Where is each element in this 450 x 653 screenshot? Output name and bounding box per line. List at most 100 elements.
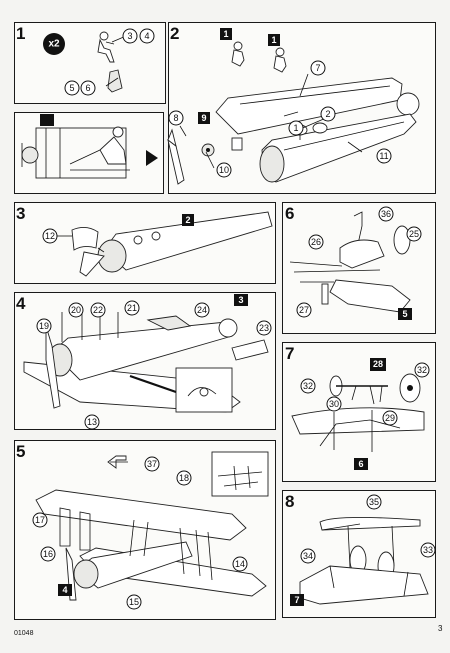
callout-23: 23 [256, 320, 272, 336]
cabane-wing [319, 516, 421, 531]
propeller-4 [45, 325, 61, 409]
ref-6-label: 6 [358, 459, 363, 469]
svg-text:37: 37 [147, 459, 157, 469]
svg-text:1: 1 [293, 123, 298, 133]
callout-26: 26 [308, 234, 324, 250]
callout-35: 35 [366, 494, 382, 510]
upper-wing [35, 489, 247, 541]
svg-text:21: 21 [127, 303, 137, 313]
svg-text:2: 2 [325, 109, 330, 119]
svg-text:11: 11 [379, 151, 388, 161]
step-6-illustration [289, 211, 412, 320]
svg-text:5: 5 [69, 83, 74, 93]
svg-text:4: 4 [144, 31, 149, 41]
callout-1a: 1 [220, 28, 232, 40]
svg-text:25: 25 [409, 229, 419, 239]
svg-text:24: 24 [197, 305, 207, 315]
svg-text:34: 34 [303, 551, 313, 561]
quantity-badge-text: x2 [48, 39, 60, 50]
svg-text:14: 14 [235, 559, 245, 569]
svg-text:20: 20 [71, 305, 81, 315]
callout-3: 3 [122, 28, 138, 44]
svg-text:16: 16 [43, 549, 53, 559]
svg-text:23: 23 [259, 323, 269, 333]
step-8-illustration [290, 516, 429, 606]
callout-9: 9 [198, 112, 210, 124]
svg-text:35: 35 [369, 497, 379, 507]
callout-8: 8 [168, 110, 184, 126]
fuselage-underside-7 [291, 407, 425, 435]
ref-7-label: 7 [294, 595, 299, 605]
callout-11: 11 [376, 148, 392, 164]
ref-2-box: 2 [182, 214, 194, 226]
svg-text:13: 13 [87, 417, 97, 427]
callout-16: 16 [40, 546, 56, 562]
seat-part [107, 69, 123, 93]
quantity-badge [43, 33, 65, 55]
callout-20: 20 [68, 302, 84, 318]
svg-text:33: 33 [423, 545, 433, 555]
callout-2: 2 [320, 106, 336, 122]
step-2-illustration [167, 41, 420, 185]
tail-fin [339, 239, 385, 269]
svg-text:8: 8 [173, 113, 178, 123]
callout-10: 10 [216, 162, 232, 178]
callout-24: 24 [194, 302, 210, 318]
step-5-illustration [35, 451, 269, 601]
svg-text:9: 9 [201, 113, 206, 123]
callout-19: 19 [36, 318, 52, 334]
callout-1b: 1 [268, 34, 280, 46]
svg-text:10: 10 [219, 165, 229, 175]
page-number: 3 [438, 624, 443, 633]
step-number-5: 5 [16, 442, 26, 461]
callout-22: 22 [90, 302, 106, 318]
svg-text:32: 32 [303, 381, 313, 391]
svg-text:27: 27 [299, 305, 309, 315]
footer-code: 01048 [14, 630, 34, 637]
svg-text:36: 36 [381, 209, 391, 219]
step-number-7: 7 [285, 344, 295, 363]
svg-text:22: 22 [93, 305, 103, 315]
svg-text:12: 12 [45, 231, 55, 241]
step-7-illustration [291, 358, 425, 470]
callout-34: 34 [300, 548, 316, 564]
colour-key-box [40, 114, 54, 126]
callout-14: 14 [232, 556, 248, 572]
callout-18: 18 [176, 470, 192, 486]
svg-text:3: 3 [127, 31, 132, 41]
callout-4: 4 [139, 28, 155, 44]
callout-21: 21 [124, 300, 140, 316]
step-1-illustration: x2 [43, 31, 127, 93]
tailplane-part [329, 279, 411, 313]
svg-text:26: 26 [311, 237, 321, 247]
ref-5-label: 5 [402, 309, 407, 319]
svg-text:17: 17 [35, 515, 45, 525]
callout-12: 12 [42, 228, 58, 244]
step-number-1: 1 [16, 24, 26, 43]
ref-3-label: 3 [238, 295, 243, 305]
step-4-illustration [23, 294, 269, 413]
tailplane-4 [146, 315, 192, 331]
callout-5: 5 [64, 80, 80, 96]
callout-27: 27 [296, 302, 312, 318]
callout-36: 36 [378, 206, 394, 222]
svg-text:7: 7 [315, 63, 320, 73]
step-number-2: 2 [170, 24, 180, 43]
cowling-part [71, 227, 99, 251]
callout-13: 13 [84, 414, 100, 430]
step-1b-illustration [21, 114, 158, 179]
callout-37: 37 [144, 456, 160, 472]
svg-text:15: 15 [129, 597, 139, 607]
svg-text:19: 19 [39, 321, 49, 331]
callout-30: 30 [326, 396, 342, 412]
lower-assembly-8 [299, 565, 429, 605]
step-number-6: 6 [285, 204, 295, 223]
svg-text:18: 18 [179, 473, 189, 483]
callout-15: 15 [126, 594, 142, 610]
callout-32-right: 32 [414, 362, 430, 378]
ref-4-label: 4 [62, 585, 67, 595]
svg-text:32: 32 [417, 365, 427, 375]
step-number-4: 4 [16, 294, 26, 313]
step-number-8: 8 [285, 492, 295, 511]
